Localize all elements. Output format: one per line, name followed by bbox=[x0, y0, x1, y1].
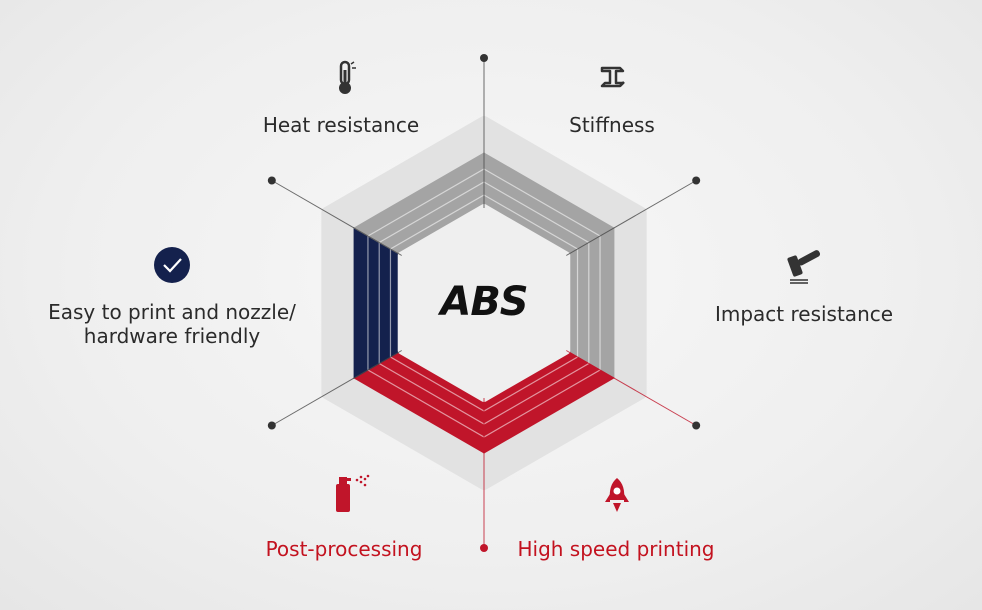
axis-line-easy-to-print bbox=[271, 180, 402, 256]
hammer-icon bbox=[786, 250, 826, 290]
label-easy-to-print-line2: hardware friendly bbox=[83, 324, 261, 348]
axis-endpoint-high-speed-printing bbox=[480, 544, 488, 552]
axis-endpoint-post-processing bbox=[267, 421, 276, 430]
axis-endpoint-heat-resistance bbox=[480, 54, 488, 62]
label-heat-resistance: Heat resistance bbox=[262, 113, 420, 137]
check-circle-icon bbox=[153, 246, 191, 288]
axis-endpoint-easy-to-print bbox=[267, 176, 276, 185]
label-stiffness: Stiffness bbox=[569, 113, 655, 137]
spray-can-icon bbox=[330, 474, 374, 518]
axis-endpoint-stiffness bbox=[692, 176, 701, 185]
label-post-processing: Post-processing bbox=[265, 537, 423, 561]
label-easy-to-print: Easy to print and nozzle/ hardware frien… bbox=[48, 300, 296, 348]
thermometer-icon bbox=[333, 60, 357, 100]
axis-line-stiffness bbox=[566, 180, 697, 256]
abs-logo: ABS bbox=[437, 279, 527, 325]
axis-line-impact-resistance bbox=[566, 350, 697, 426]
label-impact-resistance: Impact resistance bbox=[714, 302, 894, 326]
rocket-icon bbox=[602, 476, 632, 518]
steel-beam-icon bbox=[596, 64, 628, 100]
label-easy-to-print-line1: Easy to print and nozzle/ bbox=[48, 300, 296, 324]
label-high-speed-printing: High speed printing bbox=[517, 537, 715, 561]
axis-line-post-processing bbox=[271, 350, 402, 426]
axis-endpoint-impact-resistance bbox=[692, 421, 701, 430]
